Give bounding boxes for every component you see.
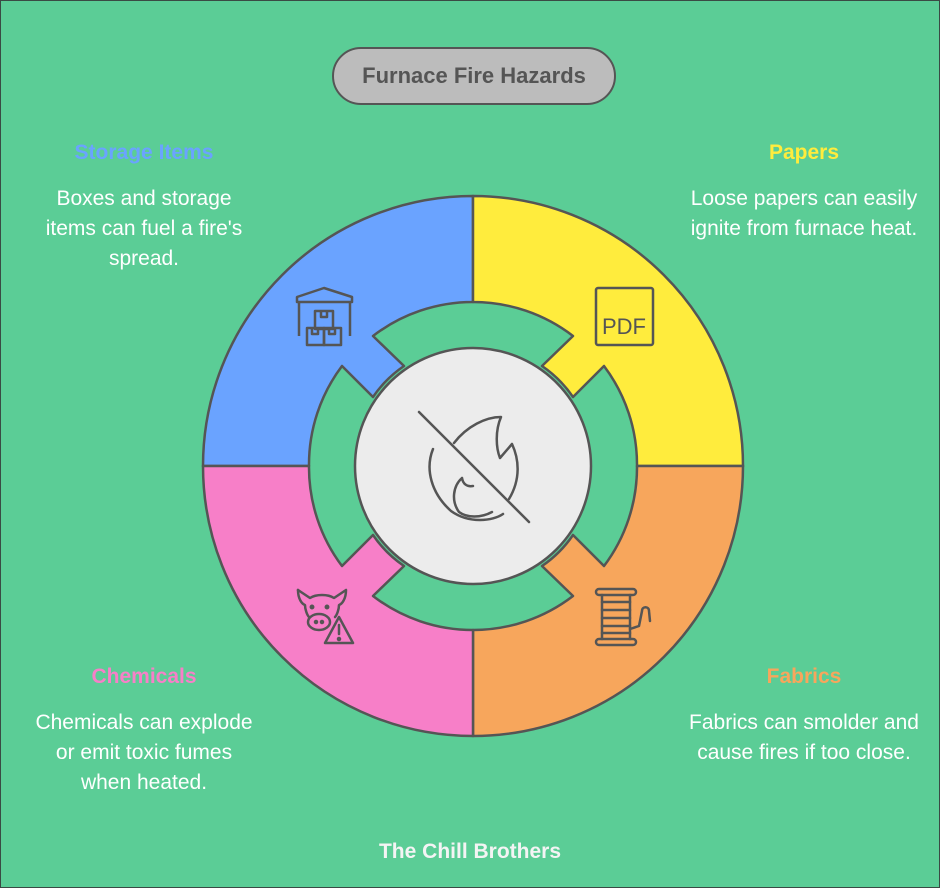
hazard-block-fabrics: Fabrics Fabrics can smolder and cause fi… (689, 662, 919, 768)
no-fire-icon (417, 410, 531, 524)
warehouse-boxes-icon (295, 286, 354, 347)
hazard-heading: Chemicals (91, 665, 197, 688)
svg-text:PDF: PDF (602, 314, 646, 339)
cow-warning-icon (296, 588, 355, 645)
pdf-document-icon: PDF (594, 286, 655, 347)
hazard-block-chemicals: Chemicals Chemicals can explode or emit … (29, 662, 259, 798)
diagram-title: Furnace Fire Hazards (332, 47, 616, 105)
hazard-description: Boxes and storage items can fuel a fire'… (45, 187, 243, 270)
title-text: Furnace Fire Hazards (362, 63, 586, 88)
hazard-heading: Storage Items (74, 141, 214, 164)
hazard-block-storage: Storage Items Boxes and storage items ca… (29, 138, 259, 274)
hazard-heading: Fabrics (766, 665, 842, 688)
footer-credit: The Chill Brothers (378, 840, 562, 863)
segment-chemicals (201, 464, 475, 738)
hazard-description: Chemicals can explode or emit toxic fume… (35, 711, 253, 794)
hazard-description: Fabrics can smolder and cause fires if t… (689, 711, 919, 764)
hazard-block-papers: Papers Loose papers can easily ignite fr… (689, 138, 919, 244)
hazard-heading: Papers (768, 141, 840, 164)
thread-spool-icon (594, 587, 652, 647)
hazard-description: Loose papers can easily ignite from furn… (690, 187, 918, 240)
